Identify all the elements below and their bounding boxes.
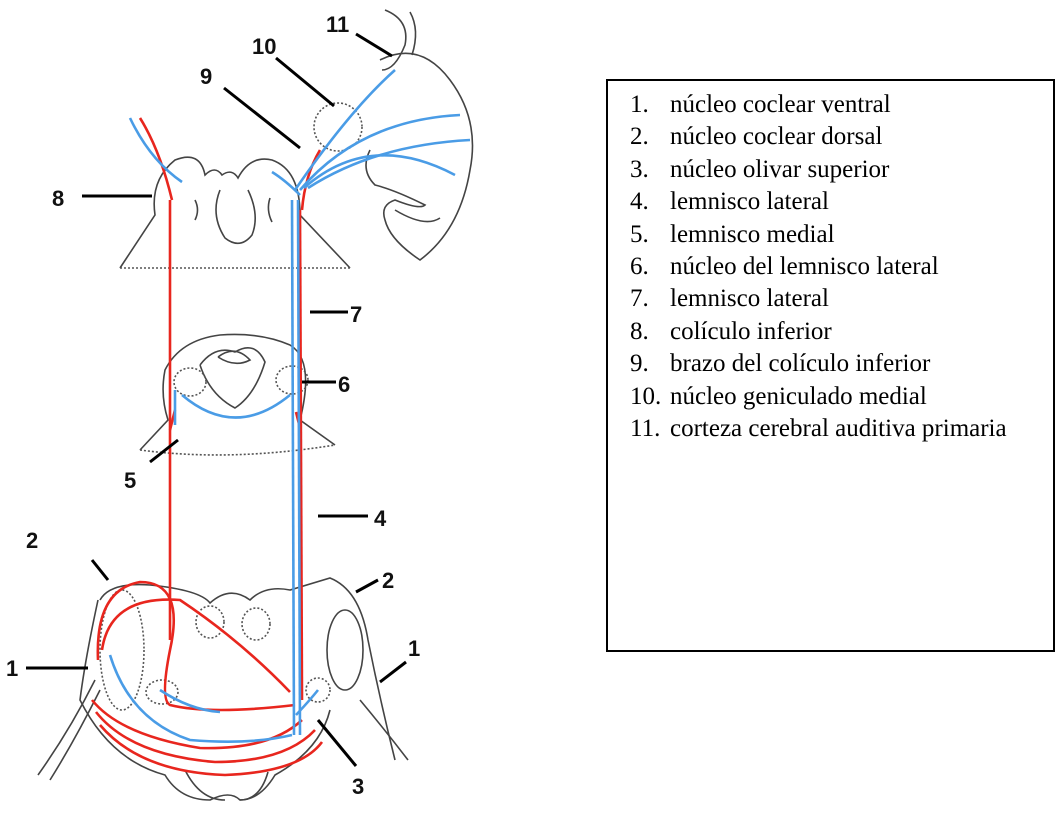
legend-item-text: núcleo olivar superior bbox=[670, 154, 889, 186]
leader-line-9 bbox=[224, 88, 300, 148]
label-1-right: 1 bbox=[408, 636, 420, 661]
legend-item-text: núcleo geniculado medial bbox=[670, 381, 927, 413]
legend-item: 2.núcleo coclear dorsal bbox=[630, 121, 1053, 153]
legend-item-number: 3. bbox=[630, 154, 670, 186]
leader-line-1-right bbox=[380, 662, 406, 682]
medulla-nucleus-right bbox=[242, 608, 270, 640]
legend-item: 8.colículo inferior bbox=[630, 316, 1053, 348]
legend-item-text: colículo inferior bbox=[670, 316, 832, 348]
legend-item-text: lemnisco lateral bbox=[670, 283, 829, 315]
leader-lines bbox=[26, 34, 406, 766]
cortex-gyrus-2 bbox=[410, 12, 416, 55]
leader-line-3 bbox=[318, 720, 356, 766]
label-6: 6 bbox=[338, 372, 350, 397]
legend-item-number: 8. bbox=[630, 316, 670, 348]
label-8: 8 bbox=[52, 186, 64, 211]
legend-item-number: 10. bbox=[630, 381, 670, 413]
cochlear-nerve-left-b bbox=[50, 690, 100, 780]
legend-item-text: corteza cerebral auditiva primaria bbox=[670, 413, 1007, 445]
legend-item-text: núcleo coclear dorsal bbox=[670, 121, 882, 153]
red-loop-2 bbox=[102, 600, 290, 692]
aqueduct-outline bbox=[216, 190, 255, 243]
blue-pons-arc bbox=[182, 395, 290, 418]
lateral-lemniscus-nucleus-left bbox=[174, 368, 206, 396]
cochlear-nerve-left-a bbox=[38, 680, 95, 775]
colliculus-inner-left bbox=[195, 200, 198, 220]
label-10: 10 bbox=[252, 34, 276, 59]
pons-inner-curve bbox=[218, 351, 250, 363]
cochlear-nerve-right bbox=[360, 700, 408, 760]
cochlear-nucleus-right-outline bbox=[327, 610, 363, 690]
label-3: 3 bbox=[352, 774, 364, 799]
legend-item-text: brazo del colículo inferior bbox=[670, 348, 930, 380]
auditory-pathway-diagram: 11 10 9 8 7 6 5 4 2 2 1 1 3 bbox=[0, 0, 600, 822]
legend-item-number: 7. bbox=[630, 283, 670, 315]
label-1-left: 1 bbox=[6, 656, 18, 681]
red-pathways bbox=[92, 118, 322, 775]
blue-lemniscus-right-a bbox=[292, 200, 294, 735]
legend-item: 6.núcleo del lemnisco lateral bbox=[630, 251, 1053, 283]
legend-item: 5.lemnisco medial bbox=[630, 219, 1053, 251]
legend-item: 10.núcleo geniculado medial bbox=[630, 381, 1053, 413]
fourth-ventricle-outline bbox=[200, 348, 265, 408]
blue-radiation-4 bbox=[308, 140, 470, 188]
legend-item-number: 5. bbox=[630, 219, 670, 251]
label-2-right: 2 bbox=[382, 568, 394, 593]
legend-item-text: lemnisco lateral bbox=[670, 186, 829, 218]
colliculus-inner-right bbox=[268, 198, 272, 222]
pyramid-right bbox=[240, 772, 268, 800]
label-9: 9 bbox=[200, 64, 212, 89]
legend-item-number: 11. bbox=[630, 413, 670, 445]
legend-item-number: 2. bbox=[630, 121, 670, 153]
leader-line-11 bbox=[356, 34, 392, 56]
legend-item-text: lemnisco medial bbox=[670, 219, 835, 251]
cortex-fold-1 bbox=[395, 210, 440, 222]
leader-line-2-right bbox=[356, 580, 378, 592]
brainstem-outlines bbox=[38, 10, 473, 800]
legend-item: 11.corteza cerebral auditiva primaria bbox=[630, 413, 1053, 445]
legend-item-number: 1. bbox=[630, 89, 670, 121]
leader-line-2-left bbox=[92, 560, 108, 580]
legend-item: 4.lemnisco lateral bbox=[630, 186, 1053, 218]
leader-line-5 bbox=[150, 440, 178, 462]
label-2-left: 2 bbox=[26, 528, 38, 553]
blue-radiation-3 bbox=[304, 155, 455, 188]
leader-line-10 bbox=[276, 58, 334, 106]
label-11: 11 bbox=[326, 12, 349, 37]
cortex-gyrus bbox=[382, 10, 406, 70]
legend-item-number: 6. bbox=[630, 251, 670, 283]
legend-item: 1.núcleo coclear ventral bbox=[630, 89, 1053, 121]
label-7: 7 bbox=[350, 302, 362, 327]
legend-item-number: 9. bbox=[630, 348, 670, 380]
legend-item-number: 4. bbox=[630, 186, 670, 218]
legend-item-text: núcleo del lemnisco lateral bbox=[670, 251, 939, 283]
label-5: 5 bbox=[124, 468, 136, 493]
label-4: 4 bbox=[374, 506, 387, 531]
legend-item: 7.lemnisco lateral bbox=[630, 283, 1053, 315]
legend-item: 9.brazo del colículo inferior bbox=[630, 348, 1053, 380]
number-labels: 11 10 9 8 7 6 5 4 2 2 1 1 3 bbox=[6, 12, 420, 799]
legend-item: 3.núcleo olivar superior bbox=[630, 154, 1053, 186]
legend-item-text: núcleo coclear ventral bbox=[670, 89, 891, 121]
